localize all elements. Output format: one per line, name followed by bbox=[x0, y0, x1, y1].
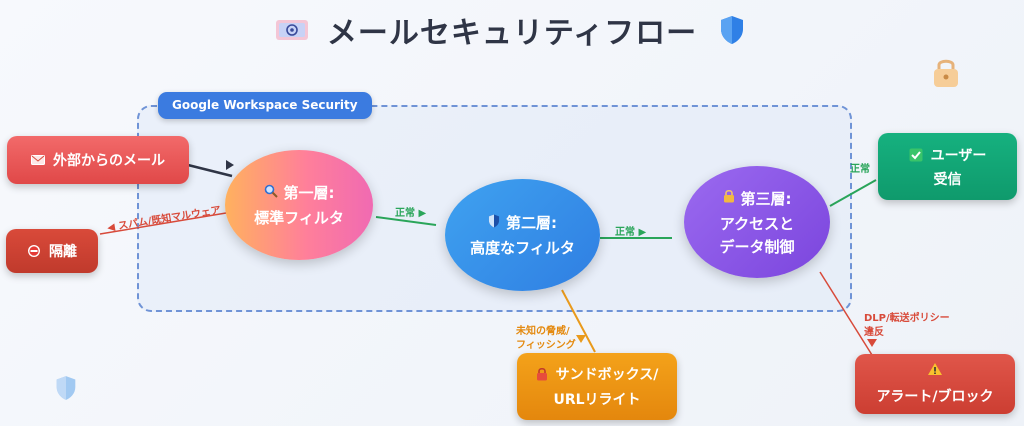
layer1-title: 第一層: bbox=[283, 184, 335, 202]
checkmark-icon bbox=[909, 148, 923, 162]
lock-icon bbox=[930, 55, 962, 93]
user-line1: ユーザー bbox=[930, 147, 987, 164]
page-title: メールセキュリティフロー bbox=[326, 16, 698, 51]
layer3-title: 第三層: bbox=[740, 189, 792, 208]
email-icon bbox=[275, 18, 309, 42]
edge-layer3-alert bbox=[819, 271, 873, 356]
edge-layer1-quarantine bbox=[99, 211, 233, 235]
shield-icon bbox=[715, 16, 749, 44]
alert-label: アラート/ブロック bbox=[876, 389, 994, 405]
layer2-subtitle: 高度なフィルタ bbox=[470, 239, 575, 257]
alert-box[interactable]: アラート/ブロック bbox=[855, 354, 1015, 414]
sandbox-line2: URLリライト bbox=[553, 392, 641, 408]
warning-icon bbox=[927, 362, 943, 380]
layer1-node[interactable]: 第一層: 標準フィルタ bbox=[225, 150, 373, 260]
layer3-line2: アクセスと bbox=[719, 214, 795, 233]
layer3-node[interactable]: 第三層: アクセスと データ制御 bbox=[684, 166, 830, 278]
incoming-mail-label: 外部からのメール bbox=[53, 153, 165, 169]
shield-icon bbox=[55, 375, 77, 405]
quarantine-label: 隔離 bbox=[49, 244, 77, 260]
user-line2: 受信 bbox=[933, 171, 962, 188]
quarantine-box[interactable]: 隔離 bbox=[6, 229, 98, 273]
edge-layer1-layer2 bbox=[375, 216, 437, 226]
edge-incoming-layer1 bbox=[187, 163, 233, 178]
edge-label-dlp-line1: DLP/転送ポリシー bbox=[864, 313, 950, 324]
incoming-mail-box[interactable]: 外部からのメール bbox=[7, 136, 189, 184]
lock-icon bbox=[723, 189, 735, 207]
lock-icon bbox=[536, 367, 548, 381]
layer2-title: 第二層: bbox=[506, 214, 557, 232]
boundary-label: Google Workspace Security bbox=[158, 92, 372, 119]
edge-layer3-user bbox=[829, 179, 877, 207]
edge-label-unknown-line1: 未知の脅威/ bbox=[516, 326, 570, 337]
edge-label-normal1: 正常 ▶ bbox=[395, 208, 427, 219]
edge-label-normal2: 正常 ▶ bbox=[615, 227, 647, 238]
edge-label-normal3: 正常 bbox=[850, 164, 870, 175]
layer1-subtitle: 標準フィルタ bbox=[254, 209, 344, 227]
envelope-icon bbox=[31, 155, 45, 165]
sandbox-box[interactable]: サンドボックス/ URLリライト bbox=[517, 353, 677, 420]
edge-label-unknown-line2: フィッシング bbox=[516, 340, 576, 351]
edge-layer2-sandbox bbox=[561, 289, 596, 353]
edge-label-dlp-line2: 違反 bbox=[864, 327, 884, 338]
layer2-node[interactable]: 第二層: 高度なフィルタ bbox=[445, 179, 600, 291]
sandbox-line1: サンドボックス/ bbox=[555, 367, 659, 383]
user-box[interactable]: ユーザー 受信 bbox=[878, 133, 1017, 200]
magnifier-icon bbox=[264, 184, 278, 202]
arrow-down-sandbox bbox=[576, 335, 586, 343]
shield-icon bbox=[488, 214, 500, 232]
arrow-down-alert bbox=[867, 339, 877, 347]
layer3-line3: データ制御 bbox=[719, 237, 795, 256]
no-entry-icon bbox=[27, 244, 41, 258]
arrow-head bbox=[226, 160, 234, 170]
title-row: メールセキュリティフロー bbox=[0, 8, 1024, 52]
